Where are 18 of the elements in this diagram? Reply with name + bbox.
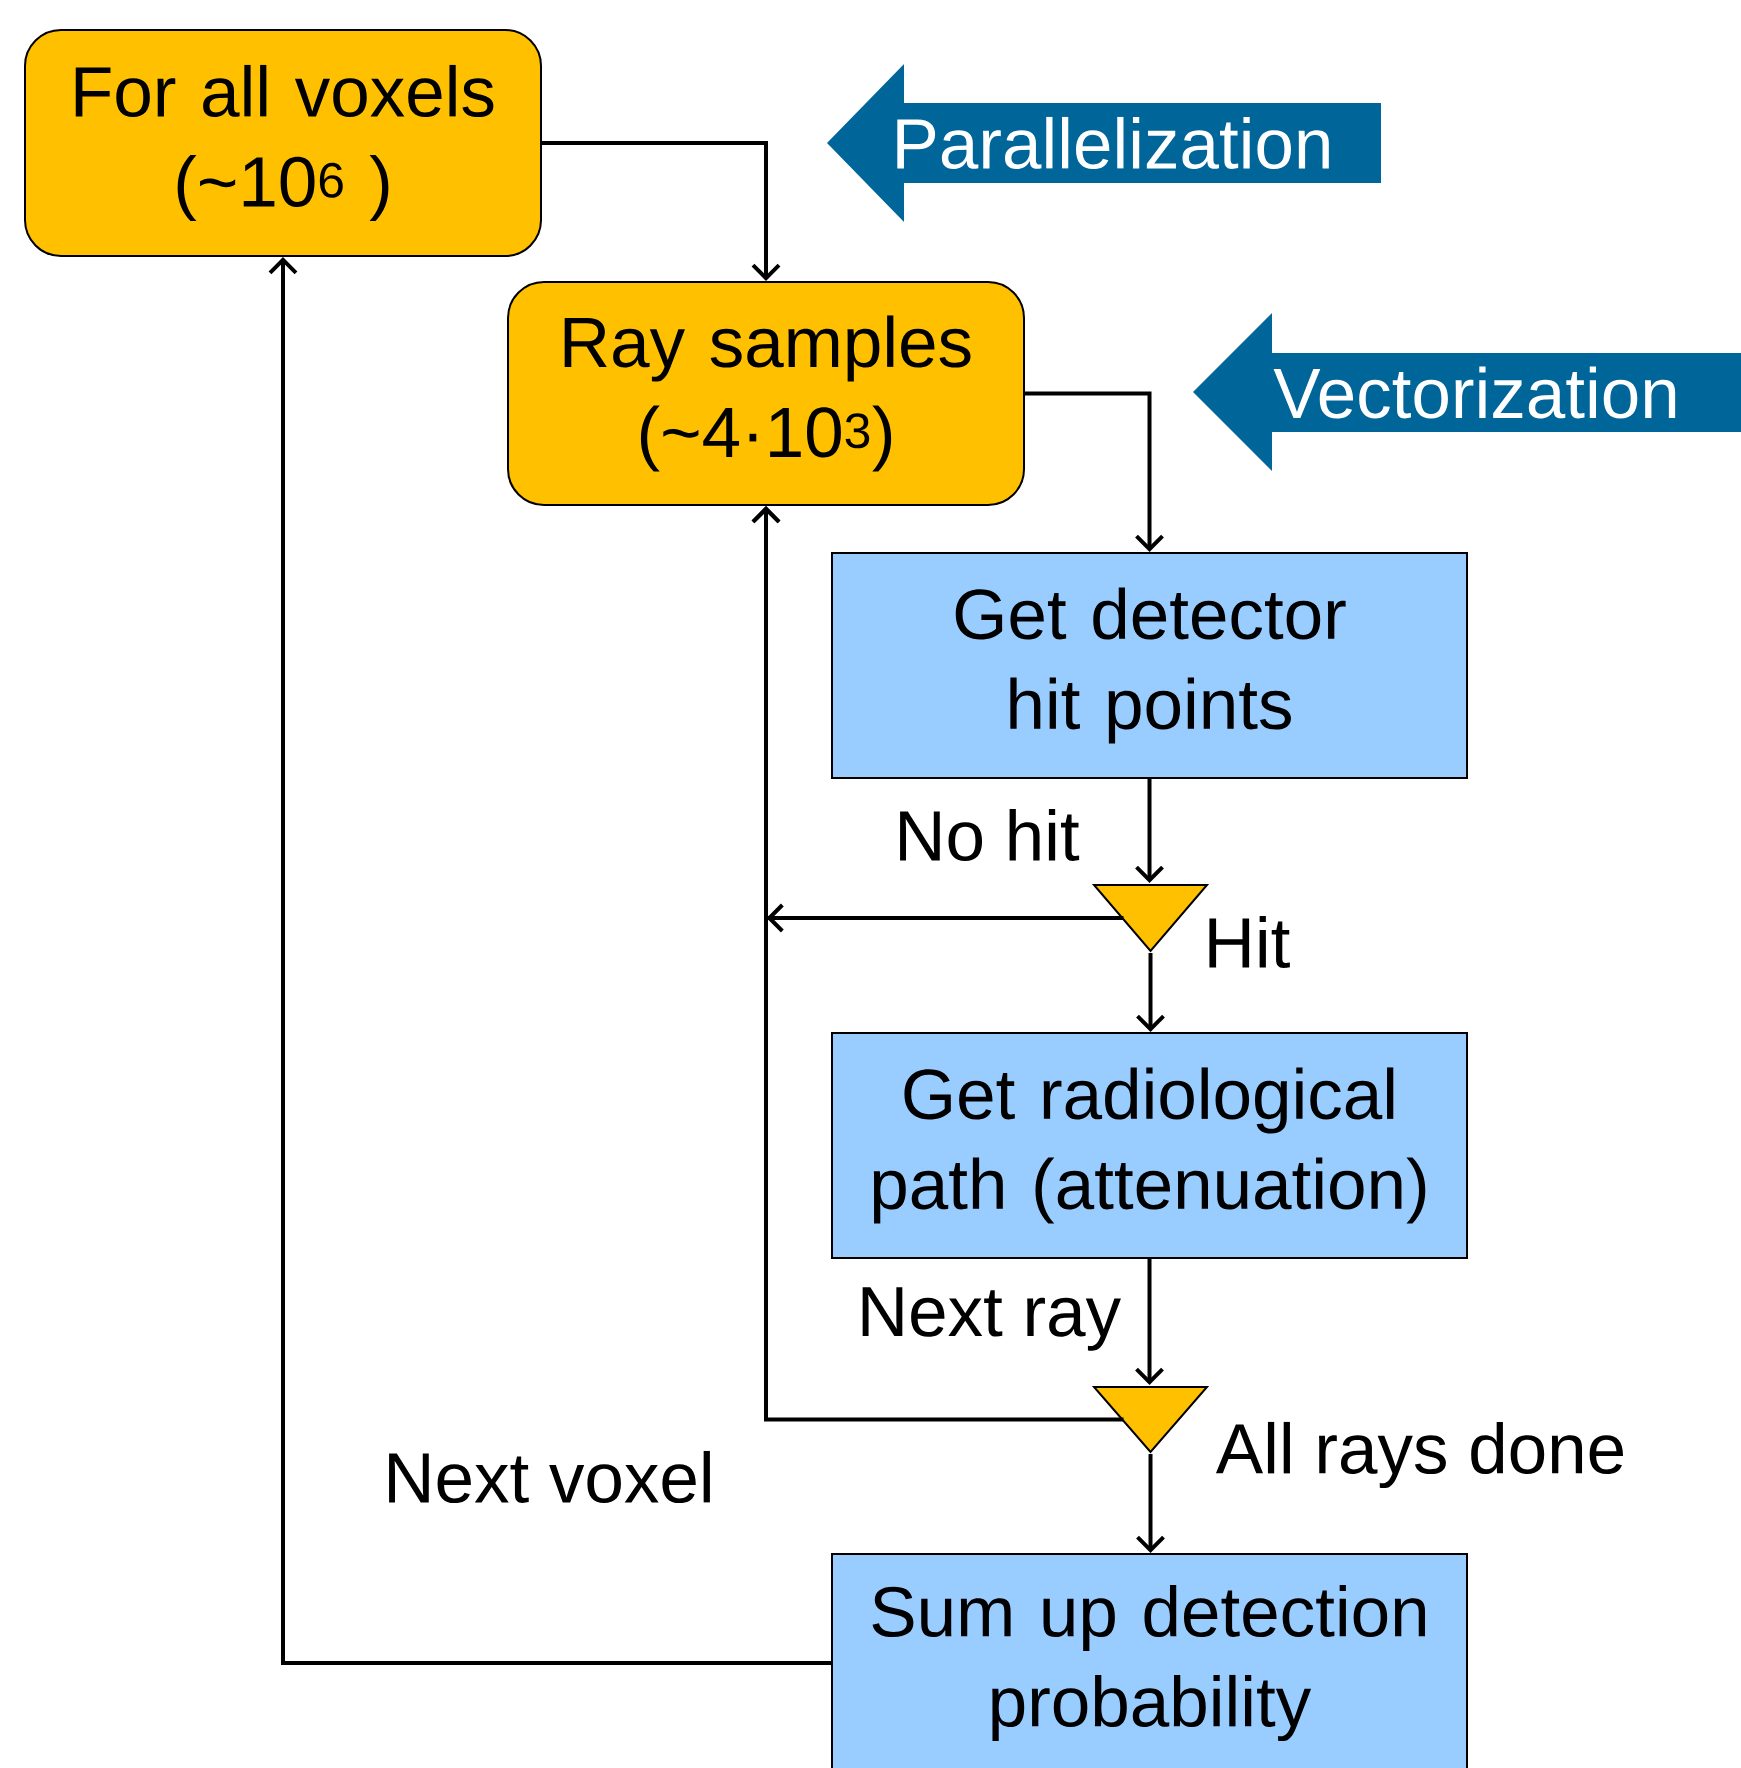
edge-label: All rays done	[1213, 1419, 1629, 1491]
edge-label: No hit	[892, 806, 1082, 864]
arrow	[1136, 953, 1165, 1032]
process-box: Get radiological path (attenuation)	[831, 1032, 1468, 1259]
arrow	[1025, 391, 1164, 552]
arrow	[542, 141, 781, 281]
edge-label: Next voxel	[381, 1448, 717, 1506]
arrow	[1136, 1454, 1165, 1553]
edge-label: Hit	[1201, 914, 1293, 970]
arrow	[751, 506, 1124, 1422]
edge-label: Next ray	[854, 1285, 1124, 1353]
arrow	[1135, 1259, 1164, 1385]
process-box: For all voxels (~10$^{6}$ )	[24, 29, 542, 257]
arrow	[268, 257, 831, 1665]
arrow	[1135, 779, 1164, 883]
process-box: Ray samples (~4·10$^{3}$)	[507, 281, 1025, 506]
process-box: Sum up detection probability	[831, 1553, 1468, 1768]
process-box: Get detector hit points	[831, 552, 1468, 779]
